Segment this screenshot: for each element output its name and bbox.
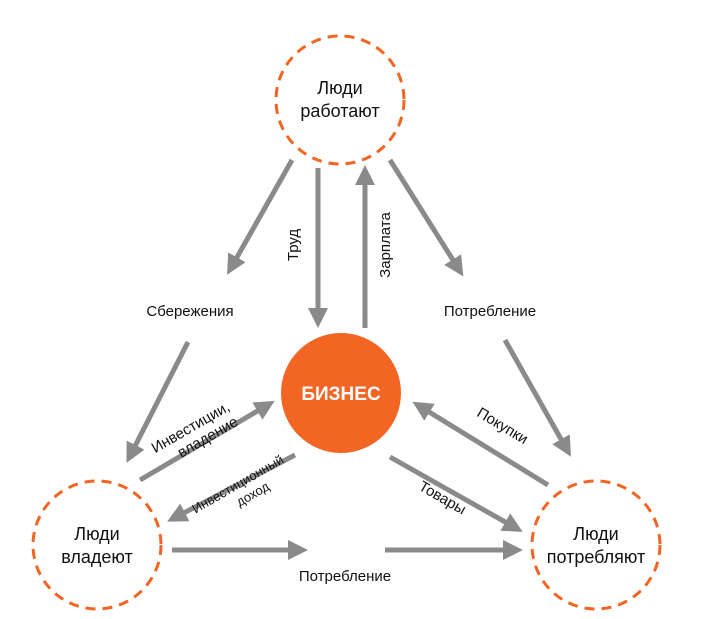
arrow-savings-to-own xyxy=(126,340,191,463)
node-people-work: Люди работают xyxy=(274,34,406,166)
node-people-consume: Люди потребляют xyxy=(530,479,662,611)
node-business: БИЗНЕС xyxy=(281,333,401,453)
svg-text:БИЗНЕС: БИЗНЕС xyxy=(301,384,381,405)
arrow-investments xyxy=(138,400,275,483)
arrow-work-to-consumption xyxy=(387,158,464,277)
svg-text:владеют: владеют xyxy=(61,547,133,567)
label-consumption-bottom: Потребление xyxy=(299,568,391,585)
label-salary: Зарплата xyxy=(377,212,394,278)
svg-text:работают: работают xyxy=(300,101,379,121)
label-consumption-top: Потребление xyxy=(444,303,536,320)
svg-text:потребляют: потребляют xyxy=(547,547,646,567)
arrow-goods xyxy=(388,454,523,532)
arrow-purchases xyxy=(412,401,550,488)
label-purchases: Покупки xyxy=(474,404,531,448)
node-people-own: Люди владеют xyxy=(31,479,163,611)
arrow-work-to-savings xyxy=(227,158,295,275)
arrow-consumption-to-consume xyxy=(502,338,571,457)
label-labor: Труд xyxy=(285,229,302,261)
svg-text:Люди: Люди xyxy=(74,524,119,544)
label-savings: Сбережения xyxy=(146,303,233,320)
label-investment-income: Инвестиционный доход xyxy=(189,452,286,517)
svg-text:Инвестиционный: Инвестиционный xyxy=(189,452,286,517)
svg-text:Люди: Люди xyxy=(317,78,362,98)
label-investments: Инвестиции, владение xyxy=(149,398,241,461)
svg-text:Люди: Люди xyxy=(573,524,618,544)
arrow-investment-income xyxy=(167,452,297,522)
